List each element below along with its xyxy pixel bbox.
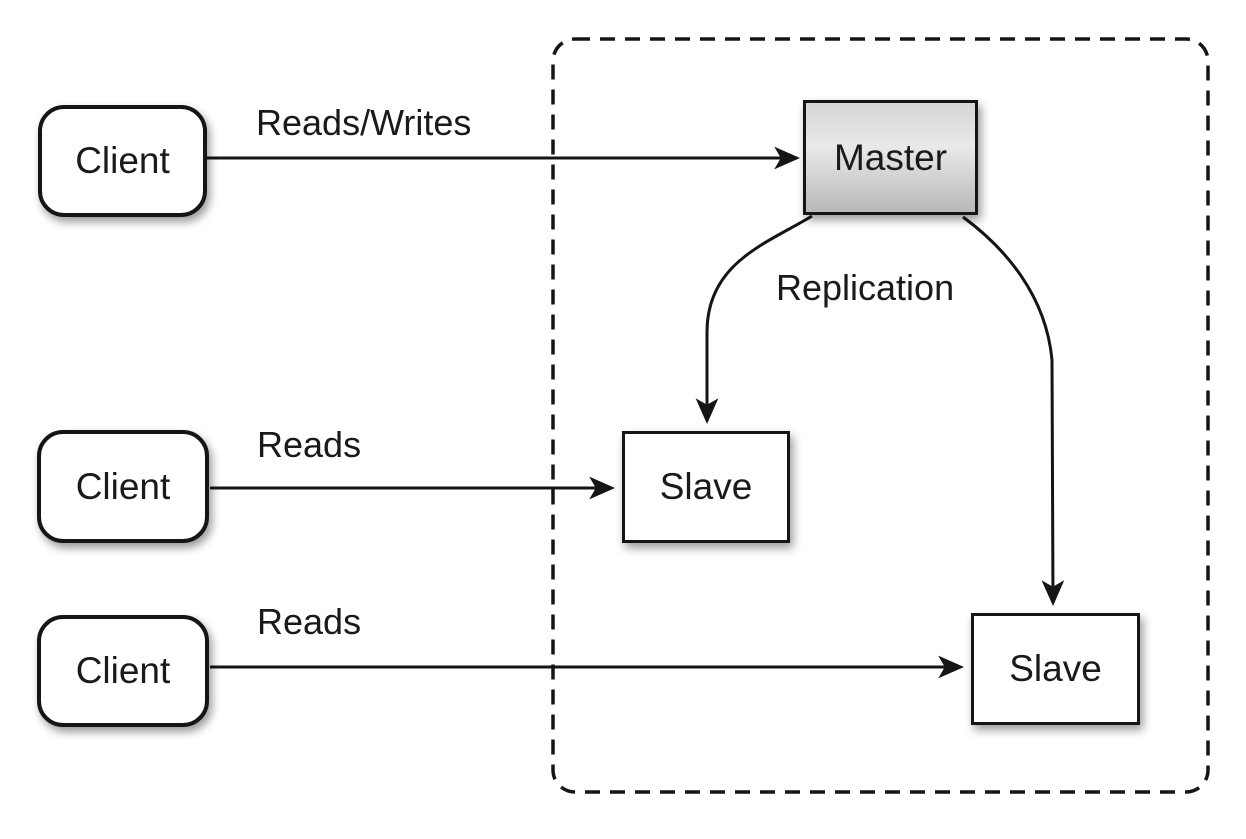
- edge-label-reads-1: Reads: [257, 424, 362, 465]
- edge-master-slave2-replication: [962, 215, 1065, 606]
- client-node-2: Client: [37, 430, 209, 543]
- server-group-dashed-border: [551, 37, 1210, 794]
- edge-label-reads-2: Reads: [257, 601, 362, 642]
- client-node-3: Client: [37, 615, 209, 727]
- client-node-1-label: Client: [75, 140, 170, 181]
- master-node: Master: [803, 100, 978, 215]
- client-node-2-label: Client: [75, 465, 171, 507]
- client-node-3-label: Client: [75, 650, 171, 691]
- slave-node-1-label: Slave: [659, 466, 753, 507]
- slave-node-2: Slave: [971, 613, 1140, 725]
- slave-node-1: Slave: [622, 431, 790, 543]
- slave-node-2-label: Slave: [1009, 648, 1102, 689]
- master-node-label: Master: [833, 136, 948, 178]
- edge-label-replication: Replication: [776, 267, 955, 308]
- edge-master-slave1-replication: [695, 214, 813, 424]
- client-node-1: Client: [38, 105, 207, 217]
- edge-label-reads-writes: Reads/Writes: [256, 102, 472, 143]
